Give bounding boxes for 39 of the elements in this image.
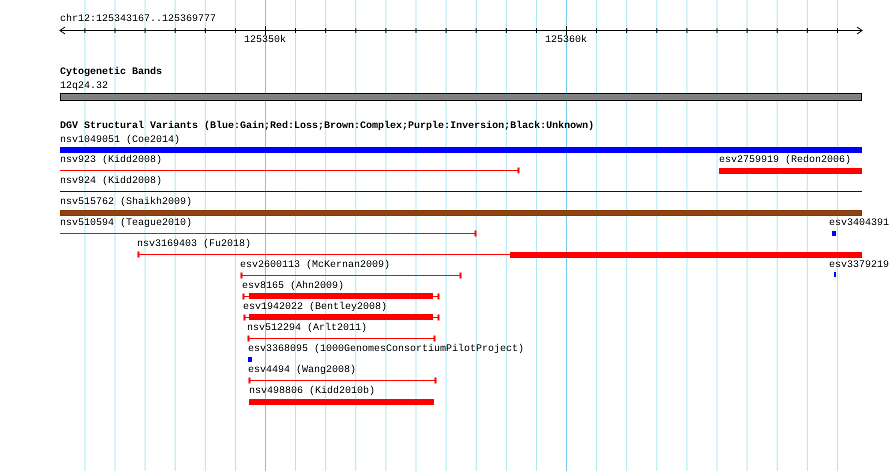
variant-feature — [246, 323, 436, 342]
feature-label: esv2600113 (McKernan2009) — [240, 260, 390, 272]
ruler-range: chr12:125343167..125369777 — [60, 14, 216, 26]
scale-tick-label: 125350k — [244, 35, 286, 47]
variant-feature — [59, 155, 520, 174]
feature-label: esv2759919 (Redon2006) — [719, 155, 852, 167]
feature-label: nsv1049051 (Coe2014) — [60, 135, 180, 147]
variant-feature — [248, 386, 435, 405]
track-title: Cytogenetic Bands — [60, 67, 162, 79]
variant-feature — [59, 176, 863, 195]
variant-feature — [247, 344, 525, 362]
variant-feature — [242, 302, 440, 321]
scale-tick-label: 125360k — [545, 35, 588, 47]
feature-label: nsv923 (Kidd2008) — [60, 155, 162, 167]
track-title: DGV Structural Variants (Blue:Gain;Red:Loss;Brown:Complex;Purple:Inversion;Black:Unknown) — [60, 121, 594, 133]
variant-feature — [828, 218, 890, 236]
feature-label: nsv512294 (Arlt2011) — [247, 323, 368, 335]
feature-label: esv8165 (Ahn2009) — [242, 281, 344, 293]
variant-feature — [247, 365, 437, 384]
feature-label: esv3404391 — [829, 218, 890, 230]
feature-label: esv3368095 (1000GenomesConsortiumPilotProject) — [248, 344, 524, 356]
feature-label: esv1942022 (Bentley2008) — [243, 302, 388, 314]
feature-label: nsv510594 (Teague2010) — [60, 218, 192, 230]
variant-feature — [59, 197, 863, 216]
cytoband-feature — [59, 81, 863, 100]
feature-label: nsv515762 (Shaikh2009) — [60, 197, 192, 209]
feature-label: 12q24.32 — [60, 81, 108, 93]
feature-label: esv4494 (Wang2008) — [248, 365, 356, 377]
variant-feature — [239, 260, 462, 279]
feature-label: nsv3169403 (Fu2018) — [137, 239, 252, 251]
feature-label: nsv498806 (Kidd2010b) — [249, 386, 376, 398]
variant-feature — [59, 218, 477, 237]
variant-feature — [59, 135, 863, 153]
feature-label: esv3379219 — [829, 260, 890, 272]
variant-feature — [718, 155, 863, 174]
feature-label: nsv924 (Kidd2008) — [60, 176, 162, 188]
variant-feature — [136, 239, 863, 258]
variant-feature — [241, 281, 440, 300]
variant-feature — [828, 260, 890, 277]
